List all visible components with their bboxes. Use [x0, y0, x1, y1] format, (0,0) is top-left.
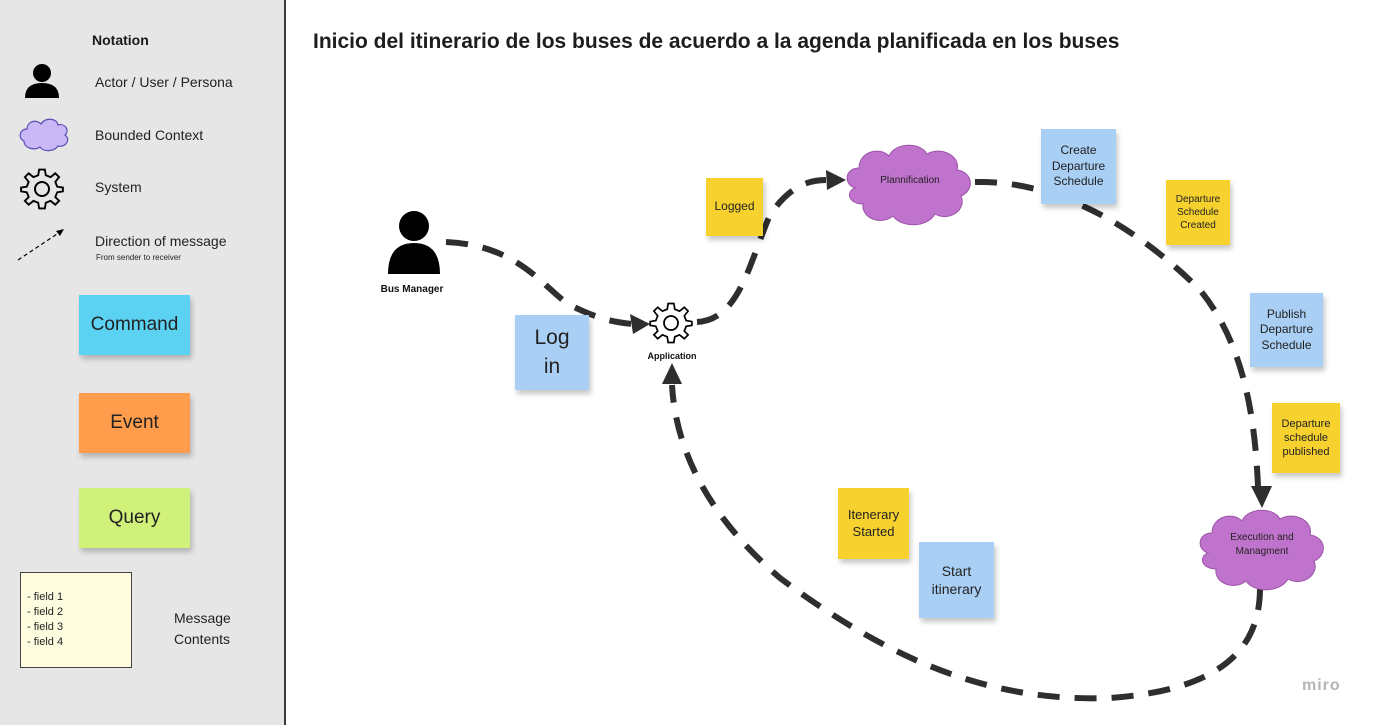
created-line-2: Schedule — [1177, 207, 1219, 218]
actor-label: Bus Manager — [380, 284, 444, 295]
started-line-2: Started — [852, 523, 895, 539]
message-contents-box: - field 1 - field 2 - field 3 - field 4 — [20, 572, 132, 668]
query-legend-sticky: Query — [79, 488, 190, 548]
event-legend-sticky: Event — [79, 393, 190, 453]
create-line-1: Create — [1060, 143, 1097, 158]
create-line-3: Schedule — [1053, 174, 1104, 189]
bounded-context-legend-label: Bounded Context — [95, 127, 204, 143]
plannification-cloud — [846, 144, 971, 226]
plannification-label: Plannification — [880, 175, 940, 186]
application-label: Application — [647, 351, 697, 361]
arrowhead-application-return — [662, 363, 682, 384]
execution-management-label: Execution and Managment — [1207, 531, 1317, 559]
login-line-1: Log — [534, 326, 570, 350]
notation-title: Notation — [92, 32, 149, 48]
publish-line-2: Departure — [1259, 322, 1314, 337]
direction-legend-label: Direction of message — [95, 233, 227, 249]
direction-arrow-icon — [17, 229, 64, 261]
published-line-2: schedule — [1283, 431, 1329, 444]
execution-label-line-1: Execution and — [1230, 532, 1294, 543]
field-item: - field 3 — [27, 621, 64, 633]
start-line-2: itinerary — [931, 581, 982, 597]
create-departure-schedule-sticky: Create Departure Schedule — [1041, 129, 1116, 204]
diagram-title: Inicio del itinerario de los buses de ac… — [313, 30, 1120, 53]
command-legend-sticky: Command — [79, 295, 190, 355]
message-contents-label-1: Message — [174, 610, 231, 626]
actor-legend-label: Actor / User / Persona — [95, 74, 233, 90]
arrow-actor-to-application — [445, 239, 633, 327]
created-line-3: Created — [1180, 220, 1216, 231]
start-line-1: Start — [941, 562, 972, 579]
departure-schedule-published-sticky: Departure schedule published — [1272, 403, 1340, 473]
miro-watermark-logo: miro — [1302, 677, 1341, 694]
itenerary-started-sticky: Itenerary Started — [838, 488, 909, 559]
started-line-1: Itenerary — [847, 506, 900, 522]
published-line-1: Departure — [1281, 417, 1331, 430]
system-gear-icon — [20, 168, 64, 210]
actor-icon — [25, 64, 59, 98]
arrowhead-execution — [1251, 486, 1272, 508]
departure-schedule-created-sticky: Departure Schedule Created — [1166, 180, 1230, 245]
logged-event-sticky: Logged — [706, 178, 763, 236]
publish-line-3: Schedule — [1261, 337, 1312, 352]
execution-label-line-2: Managment — [1235, 546, 1289, 557]
arrowhead-plannification — [826, 170, 846, 190]
direction-legend-sublabel: From sender to receiver — [96, 253, 181, 262]
system-legend-label: System — [95, 179, 142, 195]
arrowhead-application — [630, 314, 650, 334]
arrow-execution-to-application — [669, 384, 1263, 702]
notation-panel: Notation Actor / User / Persona Bounded … — [0, 0, 286, 725]
field-item: - field 1 — [27, 591, 64, 603]
message-contents-label-2: Contents — [174, 631, 231, 647]
bus-manager-actor-icon — [388, 211, 440, 274]
start-itinerary-sticky: Start itinerary — [919, 542, 994, 618]
arrow-application-to-plannification — [696, 177, 827, 325]
execution-management-cloud — [1199, 509, 1324, 591]
login-command-sticky: Log in — [515, 315, 589, 390]
created-line-1: Departure — [1175, 194, 1221, 205]
publish-line-1: Publish — [1266, 306, 1307, 321]
create-line-2: Departure — [1051, 158, 1106, 173]
published-line-3: published — [1282, 446, 1330, 459]
login-line-2: in — [543, 354, 561, 378]
bounded-context-icon — [19, 118, 69, 152]
field-item: - field 2 — [27, 606, 64, 618]
application-gear-icon — [649, 302, 693, 344]
field-item: - field 4 — [27, 636, 64, 648]
publish-departure-schedule-sticky: Publish Departure Schedule — [1250, 293, 1323, 367]
